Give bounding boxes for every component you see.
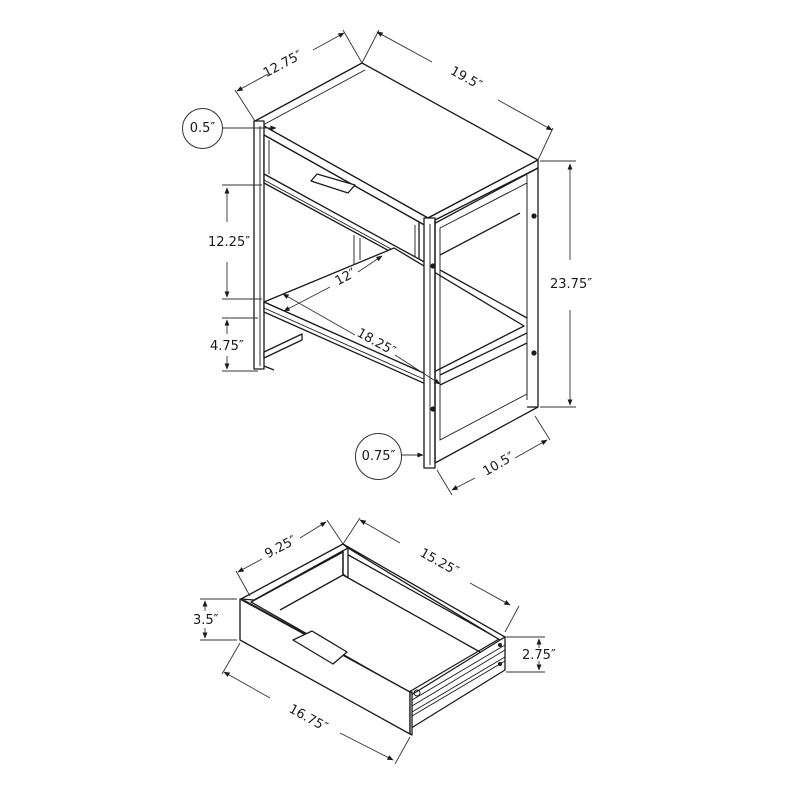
bolt-icon bbox=[531, 213, 537, 219]
bolt-icon bbox=[531, 350, 537, 356]
callout-leg-thickness: 0.75″ bbox=[355, 433, 402, 480]
dim-label-drawer-front-height: 3.5″ bbox=[193, 613, 219, 628]
screw-icon bbox=[498, 643, 502, 647]
drawer-dimension-lines bbox=[200, 517, 545, 765]
dim-label-drawer-opening-height: 12.25″ bbox=[208, 235, 251, 250]
bolt-icon bbox=[430, 406, 436, 412]
bolt-icon bbox=[430, 263, 436, 269]
screw-icon bbox=[498, 662, 502, 666]
dim-label-bottom-clearance: 4.75″ bbox=[210, 339, 244, 354]
drawer-drawing bbox=[239, 543, 506, 736]
screw-icon bbox=[413, 689, 421, 697]
table-dimension-lines bbox=[222, 29, 576, 496]
dim-label-drawer-side-height: 2.75″ bbox=[522, 648, 556, 663]
dim-label-total-height: 23.75″ bbox=[550, 277, 593, 292]
callout-top-thickness: 0.5″ bbox=[182, 108, 223, 149]
end-table-drawing bbox=[253, 62, 539, 469]
